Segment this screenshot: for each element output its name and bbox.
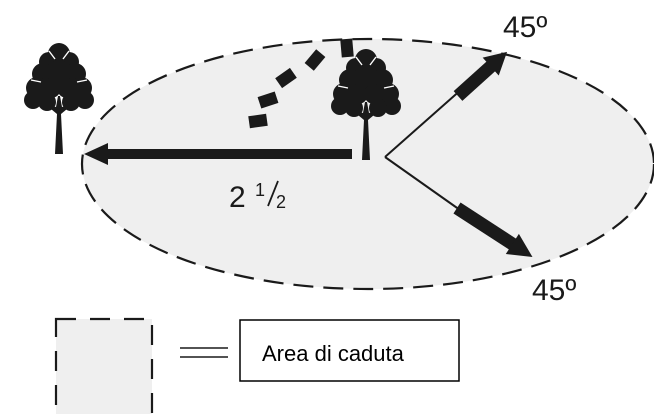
angle-line-lower — [384, 156, 461, 211]
distance-label-denominator: 2 — [276, 192, 286, 212]
tree-icon — [23, 42, 95, 155]
arrow-icon — [84, 143, 352, 165]
legend-swatch — [54, 317, 154, 414]
legend: Area di caduta — [54, 317, 460, 414]
distance-label-numerator: 1 — [255, 180, 265, 200]
arrow-icon — [453, 202, 533, 258]
legend-label: Area di caduta — [262, 341, 405, 366]
legend-label-box — [239, 319, 460, 382]
fraction-slash — [267, 180, 279, 207]
angle-line-upper — [384, 87, 464, 158]
fall-arc — [248, 38, 354, 129]
angle-label-bottom: 45º — [532, 274, 576, 307]
angle-label-top: 45º — [503, 11, 547, 44]
fall-zone-ellipse — [80, 37, 654, 291]
distance-label-whole: 2 — [229, 181, 246, 214]
arrow-icon — [453, 51, 508, 101]
